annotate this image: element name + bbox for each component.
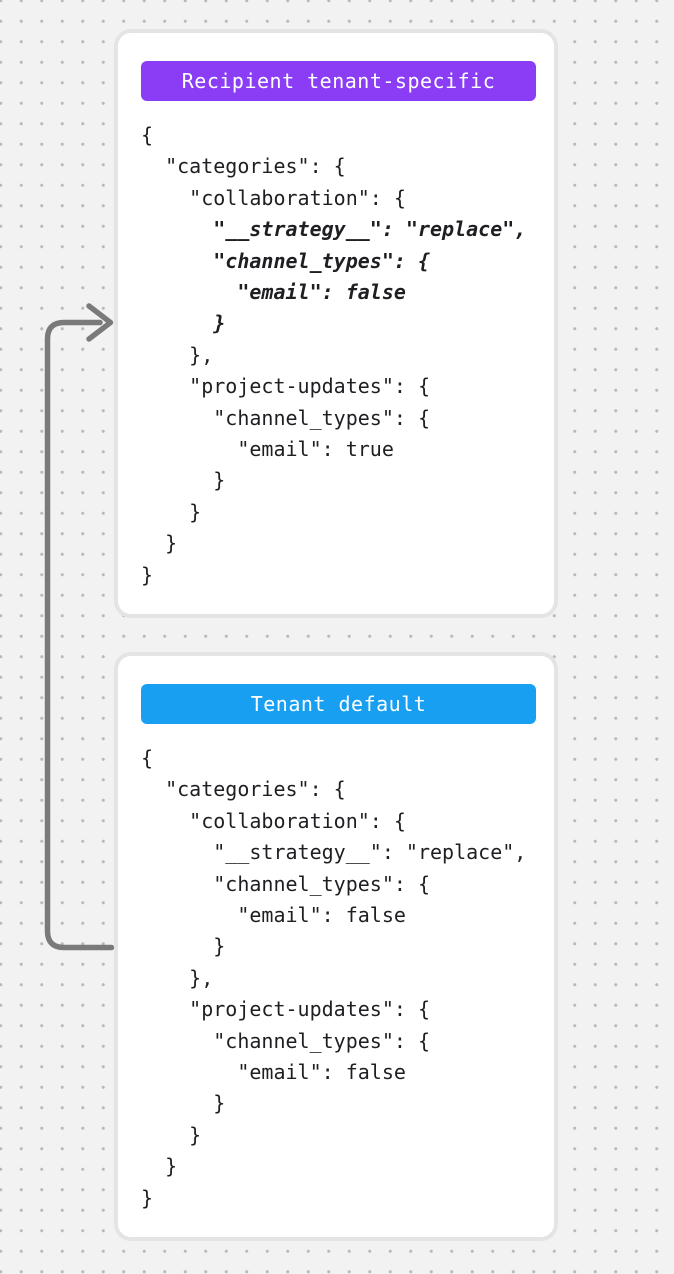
code-line: "categories": { [141, 777, 346, 802]
code-line: "email": false [141, 903, 406, 928]
code-line: } [141, 531, 178, 556]
arrow-head-icon [86, 303, 114, 342]
code-line: { [141, 746, 154, 770]
code-line: "channel_types": { [141, 405, 430, 430]
code-line: "email": false [141, 280, 406, 305]
code-line: "__strategy__": "replace", [141, 217, 527, 242]
code-line: "email": true [141, 437, 394, 462]
code-line: } [141, 468, 226, 493]
code-line: "collaboration": { [141, 808, 406, 833]
code-line: } [141, 311, 226, 336]
card-recipient-tenant-specific: Recipient tenant-specific { "categories"… [118, 33, 554, 614]
code-line: "categories": { [141, 154, 346, 179]
code-line: } [141, 1185, 154, 1210]
code-line: } [141, 1154, 178, 1179]
code-line: { [141, 123, 154, 147]
code-line: "channel_types": { [141, 248, 430, 273]
json-code-block-recipient: { "categories": { "collaboration": { "__… [141, 120, 536, 591]
code-line: "project-updates": { [141, 374, 430, 399]
arrow-shaft [44, 319, 115, 951]
code-line: }, [141, 965, 214, 990]
code-line: } [141, 1091, 226, 1116]
code-line: } [141, 934, 226, 959]
badge-tenant-default: Tenant default [141, 684, 536, 724]
card-tenant-default: Tenant default { "categories": { "collab… [118, 656, 554, 1237]
code-line: "__strategy__": "replace", [141, 840, 527, 865]
code-line: }, [141, 342, 214, 367]
json-code-block-tenant-default: { "categories": { "collaboration": { "__… [141, 743, 536, 1214]
code-line: } [141, 1122, 202, 1147]
code-line: } [141, 562, 154, 587]
code-line: "channel_types": { [141, 1028, 430, 1053]
code-line: } [141, 499, 202, 524]
code-line: "collaboration": { [141, 185, 406, 210]
code-line: "project-updates": { [141, 997, 430, 1022]
code-line: "channel_types": { [141, 871, 430, 896]
badge-recipient-tenant-specific: Recipient tenant-specific [141, 61, 536, 101]
code-line: "email": false [141, 1060, 406, 1085]
